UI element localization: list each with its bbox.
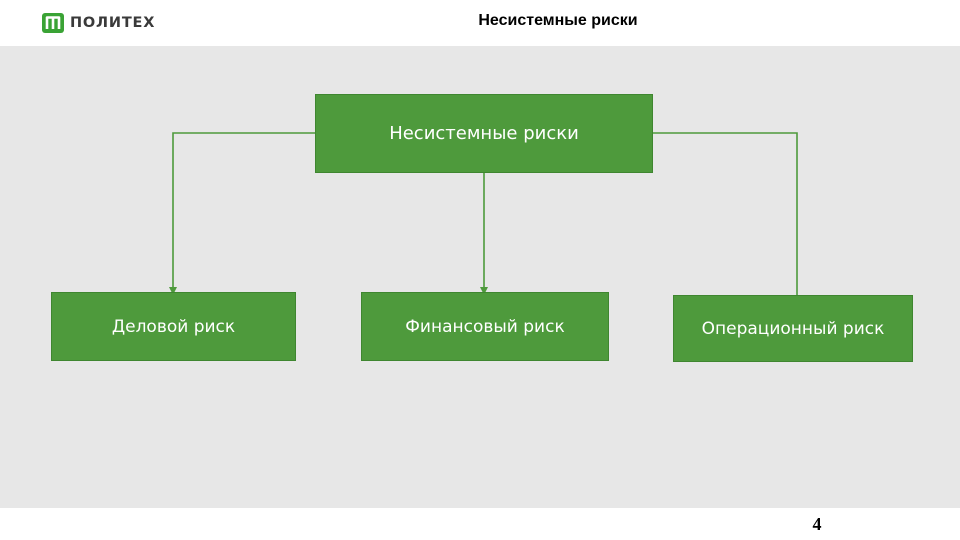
child-node-label: Деловой риск <box>111 316 236 337</box>
politeh-logo: ПОЛИТЕХ <box>42 13 155 33</box>
connector-root-to-business <box>169 132 315 295</box>
child-node-label: Операционный риск <box>701 318 885 339</box>
child-node-operational-risk: Операционный риск <box>673 295 913 362</box>
child-node-financial-risk: Финансовый риск <box>361 292 609 361</box>
logo-wordmark: ПОЛИТЕХ <box>70 15 156 31</box>
child-node-business-risk: Деловой риск <box>51 292 296 361</box>
slide-title: Несистемные риски <box>478 12 638 29</box>
child-node-label: Финансовый риск <box>405 316 565 337</box>
root-node-unsystematic-risks: Несистемные риски <box>315 94 653 173</box>
connector-root-to-operational <box>653 132 798 295</box>
slide-header: ПОЛИТЕХ Несистемные риски <box>0 0 960 46</box>
politeh-logo-icon <box>42 13 64 33</box>
page-number: 4 <box>812 514 822 534</box>
root-node-label: Несистемные риски <box>389 123 579 144</box>
